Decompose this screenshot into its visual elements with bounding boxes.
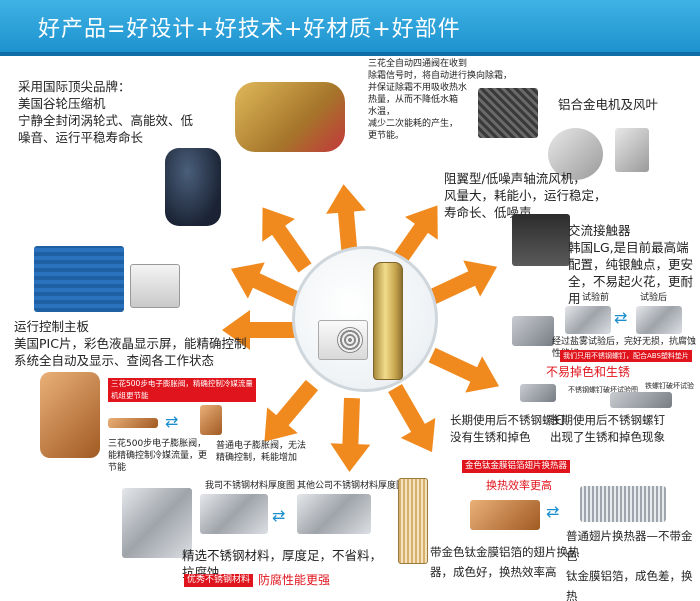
- steel-other-image: [297, 494, 371, 534]
- hx-red-label: 金色钛金膜铝箔翅片换热器: [462, 460, 571, 473]
- compressor-image: [165, 148, 221, 226]
- eev-pipe-image: [108, 418, 158, 428]
- motor-title: 铝合金电机及风叶: [558, 97, 659, 112]
- hx-ours-desc: 带金色钛金膜铝箔的翅片换热 器，成色好，换热效率高: [430, 545, 580, 579]
- fan-box-image: [478, 88, 538, 138]
- hx-normal-image: [580, 486, 666, 522]
- hx-ours-image: [470, 500, 540, 530]
- swap-arrows-icon-3: ⇄: [272, 506, 286, 525]
- eev-red-label: 三花500步电子膨胀阀，精确控制冷媒流量 机组更节能: [108, 378, 256, 402]
- page-title: 好产品=好设计+好技术+好材质+好部件: [38, 17, 461, 42]
- screw-iron-image: [610, 392, 672, 408]
- fan-grill-icon: [337, 327, 363, 353]
- normal-valve-image: [200, 405, 222, 435]
- steel-red-text: 防腐性能更强: [258, 573, 331, 587]
- compressor-text: 采用国际顶尖品牌： 美国谷轮压缩机 宁静全封闭涡轮式、高能效、低 噪音、运行平稳…: [18, 79, 194, 145]
- arrow-down-right: [377, 378, 450, 463]
- arrow-right-lower: [423, 336, 508, 405]
- four-way-valve-image: [235, 82, 345, 152]
- fan-text: 阻翼型/低噪声轴流风机， 风量大，耗能小，运行稳定， 寿命长、低噪声: [444, 171, 607, 220]
- eev-desc: 三花500步电子膨胀阀， 能精确控制冷媒流量，更 节能: [108, 439, 208, 473]
- four-way-valve-text: 三花全自动四通阀在收到 除霜信号时，将自动进行换向除霜， 并保证除霜不用吸收热水…: [368, 59, 513, 141]
- salt-after-image: [636, 306, 682, 334]
- product-circle: [292, 246, 438, 392]
- salt-after-label: 试验后: [640, 293, 668, 303]
- control-board-image: [34, 246, 124, 312]
- hx-normal-desc: 普通翅片换热器—不带金色 钛金膜铝箔，成色差，换热 效率低，耗能大大增加: [566, 529, 693, 601]
- eev-image: [40, 372, 100, 458]
- motor-image: [615, 128, 649, 172]
- screw-assembly-image: [512, 316, 554, 346]
- steel-red-label: 优秀不锈钢材料: [184, 574, 254, 587]
- salt-before-label: 试验前: [582, 293, 610, 303]
- salt-red-label: 我们只用不锈钢螺钉，配合ABS塑料垫片: [560, 350, 692, 362]
- water-tank-image: [373, 262, 403, 380]
- swap-arrows-icon-4: ⇄: [546, 502, 560, 521]
- screw-ours-desc: 长期使用后不锈钢螺钉 没有生锈和掉色: [450, 413, 565, 444]
- screw-iron-desc: 长期使用后不锈钢螺钉 出现了生锈和掉色现象: [550, 413, 665, 444]
- control-text: 运行控制主板 美国PIC片，彩色液晶显示屏，能精确控制 系统全自动及显示、查阅各…: [14, 319, 247, 368]
- fan-blade-image: [548, 128, 603, 180]
- steel-ours-image: [200, 494, 268, 534]
- normal-valve-desc: 普通电子膨胀阀，无法 精确控制，耗能增加: [216, 441, 307, 463]
- swap-arrows-icon: ⇄: [614, 308, 628, 327]
- arrow-down: [329, 397, 372, 473]
- header-underline: [0, 52, 700, 56]
- contactor-image: [512, 214, 570, 266]
- contactor-text: 交流接触器 韩国LG,是目前最高端 配置，纯银触点，更安 全，不易起火花，更耐用: [568, 223, 694, 306]
- swap-arrows-icon-2: ⇄: [165, 412, 179, 431]
- no-rust-title: 不易掉色和生锈: [546, 365, 631, 379]
- header-banner: 好产品=好设计+好技术+好材质+好部件: [0, 0, 700, 56]
- steel-other-caption: 其他公司不锈钢材料厚度图: [297, 481, 406, 491]
- hx-red-text: 换热效率更高: [486, 479, 552, 492]
- salt-before-image: [565, 306, 611, 334]
- steel-ours-caption: 我司不锈钢材料厚度图: [205, 481, 296, 491]
- steel-sheet-image: [122, 488, 192, 558]
- screw-ours-image: [520, 384, 556, 402]
- heat-exchanger-image: [398, 478, 428, 564]
- lcd-panel-image: [130, 264, 180, 308]
- screw-ours-label: 不锈钢螺钉破坏试验图: [568, 386, 638, 394]
- outdoor-unit-image: [318, 320, 368, 360]
